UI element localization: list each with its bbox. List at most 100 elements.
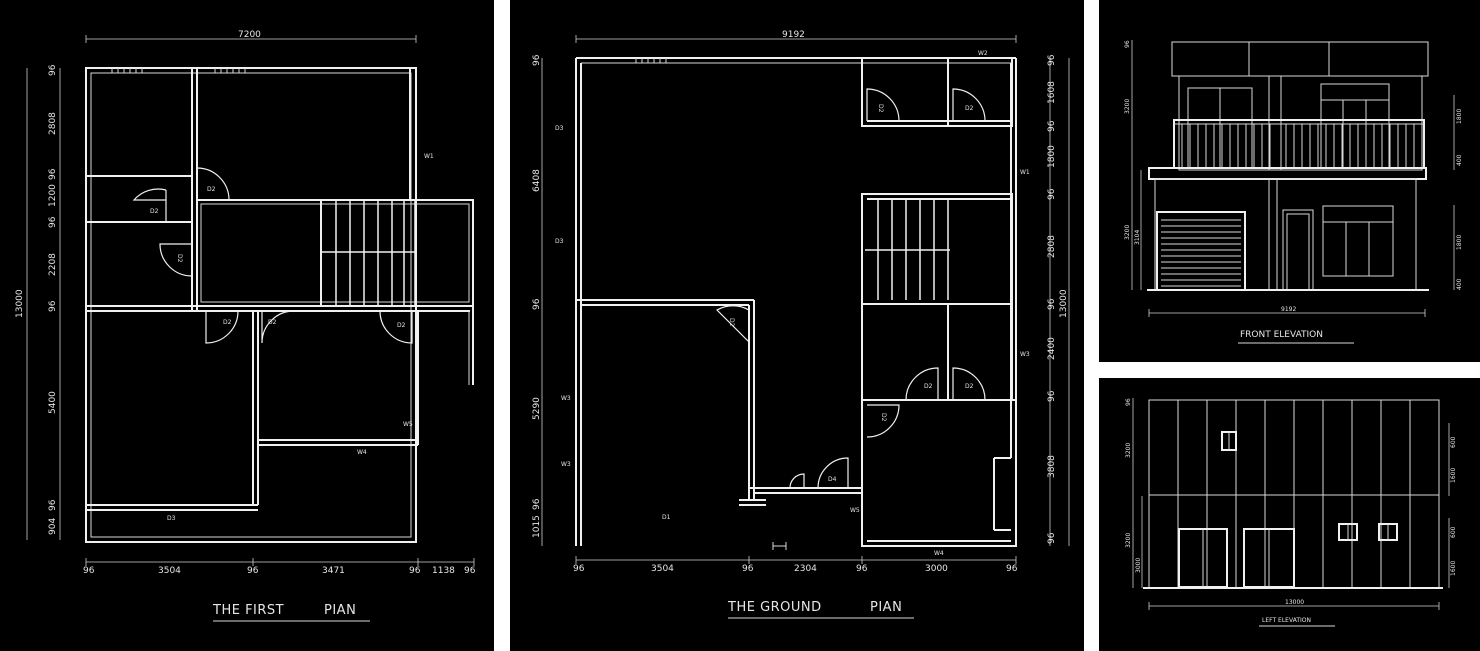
ground-label-w3-b: W3 xyxy=(561,461,571,468)
left-width-dim: 13000 xyxy=(1285,599,1304,606)
ground-top-dim: 9192 xyxy=(782,30,805,40)
first-total-dim: 13000 xyxy=(15,289,25,318)
first-bottom-dim-6: 1138 xyxy=(432,566,455,576)
front-left-dim-4: 3104 xyxy=(1134,230,1141,245)
left-elevation-drawing: 96 3200 3200 3000 600 1600 600 1600 1300… xyxy=(1125,398,1457,627)
front-elevation-panel: 96 3200 3200 3104 1800 400 1800 400 xyxy=(1099,0,1480,362)
first-left-dim-10: 904 xyxy=(48,518,58,535)
first-bottom-dim-7: 96 xyxy=(464,566,476,576)
ground-bottom-dim-4: 2304 xyxy=(794,564,817,574)
ground-bottom-dim-7: 96 xyxy=(1006,564,1018,574)
ground-floor-plan-drawing: 9192 96 6408 96 5290 96 1015 96 1608 96 … xyxy=(532,30,1070,619)
first-left-dim-1: 96 xyxy=(48,64,58,76)
ground-bottom-dim-6: 3000 xyxy=(925,564,948,574)
ground-plan-title-b: PIAN xyxy=(870,600,902,615)
ground-right-dim-4: 1800 xyxy=(1047,145,1057,168)
ground-left-dim-1: 96 xyxy=(532,54,542,66)
front-left-dim-2: 3200 xyxy=(1124,99,1131,114)
first-left-dim-7: 96 xyxy=(48,300,58,312)
ground-label-d3-a: D3 xyxy=(555,125,564,132)
front-elevation-title: FRONT ELEVATION xyxy=(1240,330,1323,340)
first-left-dim-5: 96 xyxy=(48,216,58,228)
first-bottom-dim-1: 96 xyxy=(83,566,95,576)
first-label-d2-f: D2 xyxy=(397,322,406,329)
ground-label-w4: W4 xyxy=(934,550,944,557)
first-label-w4: W4 xyxy=(357,449,367,456)
ground-bottom-dim-5: 96 xyxy=(856,564,868,574)
first-label-d2-d: D2 xyxy=(223,319,232,326)
ground-label-d4: D4 xyxy=(828,476,837,483)
ground-label-d1: D1 xyxy=(662,514,671,521)
ground-label-w2: W2 xyxy=(978,50,988,57)
first-bottom-dim-5: 96 xyxy=(409,566,421,576)
ground-label-d2-f: D2 xyxy=(880,413,887,422)
first-left-dim-9: 96 xyxy=(48,499,58,511)
left-right-dim-4: 1600 xyxy=(1450,561,1457,576)
front-left-dim-1: 96 xyxy=(1124,40,1131,48)
left-right-dim-2: 1600 xyxy=(1450,468,1457,483)
front-left-dim-3: 3200 xyxy=(1124,225,1131,240)
first-label-w5: W5 xyxy=(403,421,413,428)
ground-label-d2-a: D2 xyxy=(877,104,884,113)
ground-left-dim-4: 5290 xyxy=(532,397,542,420)
ground-total-dim: 13000 xyxy=(1059,289,1069,318)
left-right-dim-3: 600 xyxy=(1450,526,1457,538)
ground-right-dim-6: 2808 xyxy=(1047,235,1057,258)
left-left-dim-1: 96 xyxy=(1125,398,1132,406)
first-left-dim-2: 2808 xyxy=(48,112,58,135)
ground-right-dim-3: 96 xyxy=(1047,120,1057,132)
left-right-dim-1: 600 xyxy=(1450,436,1457,448)
first-left-dim-8: 5400 xyxy=(48,391,58,414)
left-left-dim-4: 3000 xyxy=(1135,558,1142,573)
first-plan-title-b: PIAN xyxy=(324,603,356,618)
ground-right-dim-2: 1608 xyxy=(1047,81,1057,104)
left-left-dim-3: 3200 xyxy=(1125,533,1132,548)
first-left-dim-4: 1200 xyxy=(48,184,58,207)
ground-left-dim-3: 96 xyxy=(532,298,542,310)
ground-bottom-dim-2: 3504 xyxy=(651,564,674,574)
ground-right-dim-5: 96 xyxy=(1047,188,1057,200)
first-label-d2-a: D2 xyxy=(207,186,216,193)
ground-right-dim-1: 96 xyxy=(1047,54,1057,66)
ground-label-d2-d: D2 xyxy=(924,383,933,390)
first-top-dim: 7200 xyxy=(238,30,261,40)
front-right-dim-3: 1800 xyxy=(1456,235,1463,250)
ground-right-dim-7: 96 xyxy=(1047,298,1057,310)
ground-right-dim-10: 3808 xyxy=(1047,455,1057,478)
front-right-dim-2: 400 xyxy=(1456,154,1463,166)
ground-floor-plan-panel: 9192 96 6408 96 5290 96 1015 96 1608 96 … xyxy=(510,0,1084,651)
first-floor-plan-panel: 7200 13000 96 2808 96 1200 96 2208 96 54… xyxy=(0,0,494,651)
ground-left-dim-5: 96 xyxy=(532,498,542,510)
front-right-dim-4: 400 xyxy=(1456,278,1463,290)
ground-left-dim-6: 1015 xyxy=(532,515,542,538)
ground-label-d2-b: D2 xyxy=(965,105,974,112)
first-left-dim-3: 96 xyxy=(48,168,58,180)
first-bottom-dim-2: 3504 xyxy=(158,566,181,576)
first-floor-plan-drawing: 7200 13000 96 2808 96 1200 96 2208 96 54… xyxy=(15,30,476,622)
first-label-d3: D3 xyxy=(167,515,176,522)
first-label-d2-e: D2 xyxy=(268,319,277,326)
ground-label-d3-b: D3 xyxy=(555,238,564,245)
front-elevation-drawing: 96 3200 3200 3104 1800 400 1800 400 xyxy=(1124,40,1463,344)
first-bottom-dim-3: 96 xyxy=(247,566,259,576)
ground-right-dim-9: 96 xyxy=(1047,390,1057,402)
ground-label-w5: W5 xyxy=(850,507,860,514)
ground-right-dim-11: 96 xyxy=(1047,532,1057,544)
front-width-dim: 9192 xyxy=(1281,306,1296,313)
front-right-dim-1: 1800 xyxy=(1456,109,1463,124)
first-label-d2-c: D2 xyxy=(176,254,183,263)
ground-label-w3-a: W3 xyxy=(561,395,571,402)
ground-right-dim-8: 2400 xyxy=(1047,337,1057,360)
ground-left-dim-2: 6408 xyxy=(532,169,542,192)
left-elevation-title: LEFT ELEVATION xyxy=(1262,617,1311,624)
first-label-w1: W1 xyxy=(424,153,434,160)
first-bottom-dim-4: 3471 xyxy=(322,566,345,576)
ground-bottom-dim-1: 96 xyxy=(573,564,585,574)
first-left-dim-6: 2208 xyxy=(48,253,58,276)
ground-plan-title-a: THE GROUND xyxy=(727,600,822,615)
ground-bottom-dim-3: 96 xyxy=(742,564,754,574)
ground-label-d2-e: D2 xyxy=(965,383,974,390)
ground-label-d2-c: D2 xyxy=(728,318,735,327)
ground-label-w1: W1 xyxy=(1020,169,1030,176)
left-left-dim-2: 3200 xyxy=(1125,443,1132,458)
